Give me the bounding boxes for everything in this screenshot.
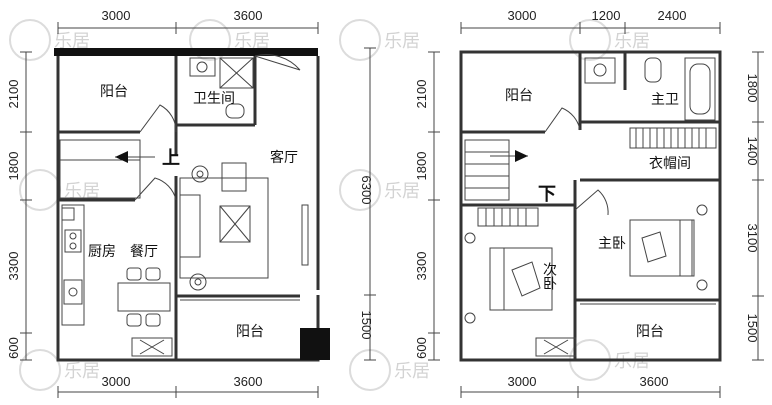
dim-left-1: 2100 <box>414 80 429 109</box>
dim-bottom-1: 3000 <box>102 374 131 389</box>
unit-right: 3000 1200 2400 3000 3600 2100 1800 3300 … <box>414 8 764 398</box>
watermark-brand: 乐居 <box>54 31 90 52</box>
dim-left-4: 600 <box>414 337 429 359</box>
label-second-bed: 次卧 <box>541 262 557 290</box>
dim-right-2: 1500 <box>359 311 374 340</box>
dim-left-2: 1800 <box>6 152 21 181</box>
dim-left-2: 1800 <box>414 152 429 181</box>
dim-left-1: 2100 <box>6 80 21 109</box>
dim-bottom-1: 3000 <box>508 374 537 389</box>
label-balcony-top: 阳台 <box>505 88 533 104</box>
dim-right-1: 1800 <box>745 74 760 103</box>
label-master-bed: 主卧 <box>598 236 626 252</box>
watermark-brand: 乐居 <box>394 361 430 382</box>
label-closet: 衣帽间 <box>649 156 691 172</box>
watermark-brand: 乐居 <box>384 31 420 52</box>
dim-right-1: 6300 <box>359 176 374 205</box>
dim-top-2: 1200 <box>592 8 621 23</box>
label-bathroom: 卫生间 <box>193 91 235 107</box>
dim-bottom-2: 3600 <box>640 374 669 389</box>
label-dining: 餐厅 <box>130 244 158 260</box>
dim-left-4: 600 <box>6 337 21 359</box>
watermark-brand: 乐居 <box>614 31 650 52</box>
dim-top-1: 3000 <box>508 8 537 23</box>
dim-right-3: 3100 <box>745 224 760 253</box>
watermark-brand: 乐居 <box>384 181 420 202</box>
label-balcony-top: 阳台 <box>100 84 128 100</box>
stair-mark-up: 上 <box>162 148 180 169</box>
dim-bottom-2: 3600 <box>234 374 263 389</box>
dim-right-4: 1500 <box>745 314 760 343</box>
watermark-brand: 乐居 <box>64 361 100 382</box>
label-balcony-bottom: 阳台 <box>636 324 664 340</box>
label-kitchen: 厨房 <box>88 244 116 260</box>
dim-right-2: 1400 <box>745 137 760 166</box>
label-balcony-bottom: 阳台 <box>236 324 264 340</box>
label-master-bath: 主卫 <box>651 92 679 108</box>
label-living: 客厅 <box>270 149 298 166</box>
unit-left: 3000 3600 3000 3600 2100 1800 3300 600 6… <box>6 8 376 398</box>
stair-mark-down: 下 <box>538 184 556 205</box>
dim-left-3: 3300 <box>6 252 21 281</box>
watermark-brand: 乐居 <box>234 31 270 52</box>
dim-top-1: 3000 <box>102 8 131 23</box>
dim-left-3: 3300 <box>414 252 429 281</box>
dim-top-3: 2400 <box>658 8 687 23</box>
watermark-brand: 乐居 <box>64 181 100 202</box>
dim-top-2: 3600 <box>234 8 263 23</box>
